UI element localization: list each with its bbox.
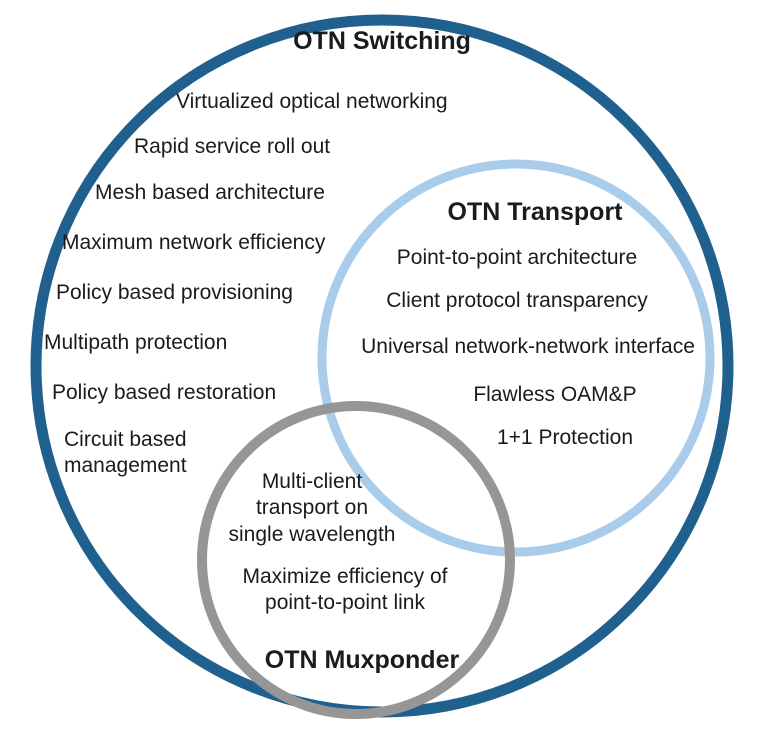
transport-item: Point-to-point architecture (396, 246, 638, 269)
transport-item: Flawless OAM&P (473, 383, 637, 406)
switching-item: Rapid service roll out (134, 135, 331, 158)
switching-item: Multipath protection (44, 331, 228, 354)
switching-item: Maximum network efficiency (62, 231, 326, 254)
transport-circle-label: OTN Transport (447, 198, 623, 226)
switching-circle-label: OTN Switching (293, 27, 471, 55)
switching-item: Virtualized optical networking (176, 90, 448, 113)
muxponder-item: Multi-client transport on single wavelen… (228, 470, 396, 546)
muxponder-item: Maximize efficiency of point-to-point li… (242, 565, 448, 615)
transport-item: 1+1 Protection (496, 426, 634, 449)
transport-item: Client protocol transparency (386, 289, 648, 312)
switching-item: Policy based restoration (52, 381, 277, 404)
muxponder-circle (197, 401, 515, 719)
muxponder-circle-label: OTN Muxponder (264, 646, 460, 674)
switching-item: Circuit based management (64, 428, 187, 478)
transport-item: Universal network-network interface (361, 335, 695, 358)
transport-circle (317, 159, 715, 557)
switching-item: Policy based provisioning (56, 281, 293, 304)
switching-item: Mesh based architecture (95, 181, 325, 204)
